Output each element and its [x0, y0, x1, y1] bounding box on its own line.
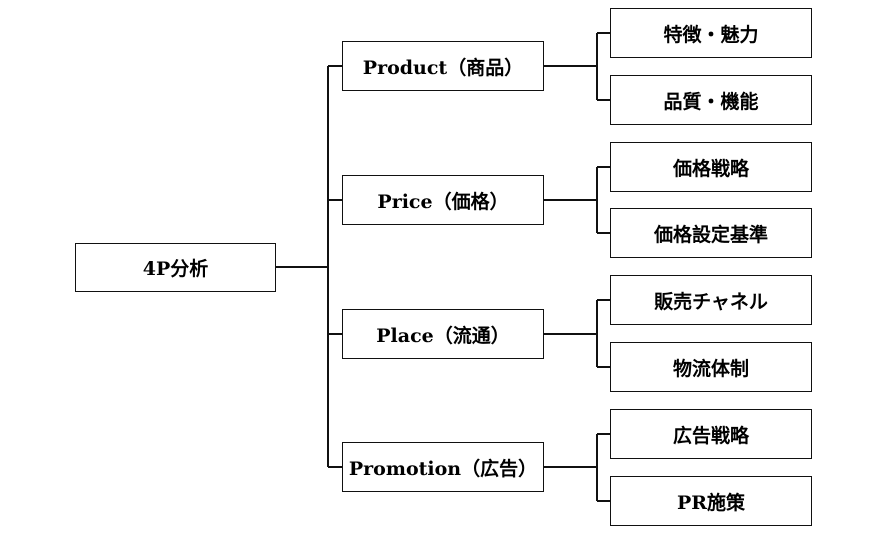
leaf-node-pr-measures: PR施策	[610, 476, 812, 526]
leaf-node-label: 品質・機能	[663, 90, 759, 113]
leaf-node-sales-channel: 販売チャネル	[610, 275, 812, 325]
leaf-node-label: 物流体制	[672, 357, 749, 380]
leaf-node-logistics: 物流体制	[610, 342, 812, 392]
branch-node-label: Promotion（広告）	[348, 457, 538, 480]
branch-node-label: Product（商品）	[362, 56, 524, 79]
leaf-node-label: PR施策	[676, 491, 746, 514]
leaf-node-label: 販売チャネル	[654, 290, 768, 313]
leaf-node-label: 価格設定基準	[653, 223, 768, 246]
leaf-node-pricing-criteria: 価格設定基準	[610, 208, 812, 258]
root-node-4p-analysis: 4P分析	[75, 243, 276, 292]
leaf-node-quality: 品質・機能	[610, 75, 812, 125]
leaf-node-label: 特徴・魅力	[663, 23, 759, 46]
branch-node-place: Place（流通）	[342, 309, 544, 359]
branch-node-price: Price（価格）	[342, 175, 544, 225]
branch-node-label: Place（流通）	[376, 324, 510, 347]
leaf-node-label: 価格戦略	[672, 157, 749, 180]
leaf-node-features: 特徴・魅力	[610, 8, 812, 58]
branch-node-product: Product（商品）	[342, 41, 544, 91]
leaf-node-label: 広告戦略	[672, 424, 749, 447]
root-node-label: 4P分析	[142, 258, 209, 280]
leaf-node-ad-strategy: 広告戦略	[610, 409, 812, 459]
branch-node-label: Price（価格）	[377, 190, 509, 213]
branch-node-promotion: Promotion（広告）	[342, 442, 544, 492]
leaf-node-pricing-strategy: 価格戦略	[610, 142, 812, 192]
